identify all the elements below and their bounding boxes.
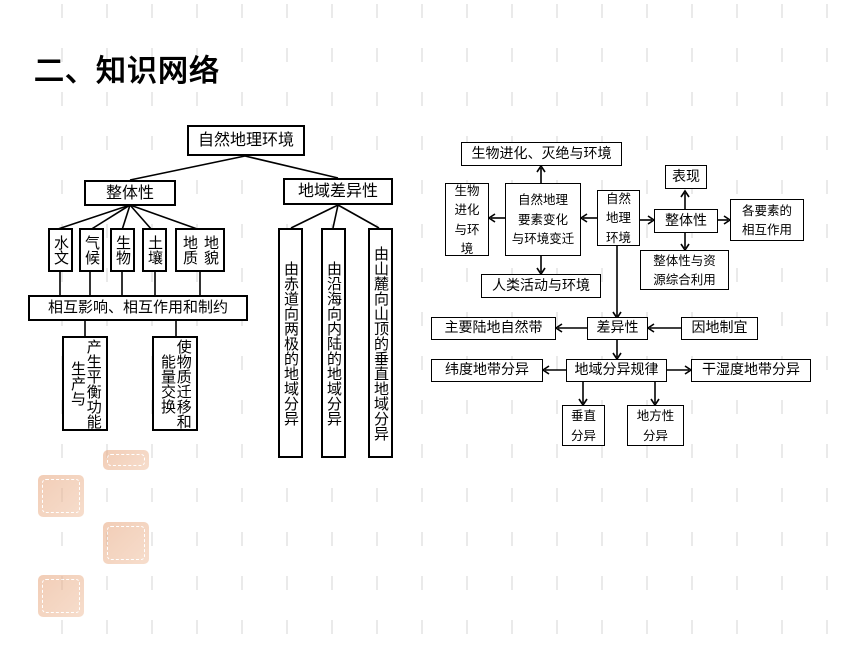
evolution-extinction-box: 生物进化、灭绝与环境 <box>461 142 622 166</box>
element-geology-landform: 地质 地貌 <box>175 228 225 272</box>
natural-env-box: 自然地理环境 <box>597 190 640 246</box>
local-division-box: 地方性 分异 <box>627 405 684 446</box>
human-activity-box: 人类活动与环境 <box>481 274 601 298</box>
element-geology: 地质 <box>181 235 199 265</box>
page-title: 二、知识网络 <box>34 54 220 89</box>
element-climate: 气候 <box>79 228 104 272</box>
seal-stamp <box>103 522 149 564</box>
wholeness-box: 整体性 <box>84 180 176 206</box>
interaction-line-2: 相互作用 <box>741 222 792 237</box>
interaction-elements-box: 各要素的 相互作用 <box>730 199 804 241</box>
interaction-box: 相互影响、相互作用和制约 <box>28 295 248 321</box>
root-natural-environment: 自然地理环境 <box>187 125 305 156</box>
element-landform: 地貌 <box>202 235 220 265</box>
seal-stamp <box>38 475 84 517</box>
element-soil: 土壤 <box>142 228 167 272</box>
dry-wet-zone-box: 干湿度地带分异 <box>691 359 811 382</box>
vertical-division-box: 垂直 分异 <box>562 405 605 446</box>
element-change-line-2: 要素变化 <box>517 211 568 227</box>
local-adapt-box: 因地制宜 <box>681 317 758 340</box>
local-line-1: 地方性 <box>636 408 675 424</box>
latitude-zone-box: 纬度地带分异 <box>431 359 543 382</box>
element-biology: 生物 <box>110 228 135 272</box>
expression-box: 表现 <box>665 165 707 189</box>
division-equator-poles: 由赤道向两极的地域分异 <box>278 228 303 458</box>
seal-stamp <box>103 450 149 470</box>
element-hydrology: 水文 <box>48 228 73 272</box>
interaction-line-1: 各要素的 <box>741 202 792 218</box>
regional-difference-box: 地域差异性 <box>283 178 393 205</box>
result-balance-production: 产生平衡功能生产与 <box>62 336 108 431</box>
vertical-line-1: 垂直 <box>570 408 596 424</box>
difference-box: 差异性 <box>587 317 648 340</box>
seal-stamp <box>38 575 84 617</box>
local-line-2: 分异 <box>642 427 668 443</box>
division-coast-inland: 由沿海向内陆的地域分异 <box>321 228 346 458</box>
vertical-line-2: 分异 <box>570 427 596 443</box>
element-change-line-1: 自然地理 <box>517 192 568 208</box>
element-change-line-3: 与环境变迁 <box>511 231 575 247</box>
resource-line-2: 源综合利用 <box>653 272 716 287</box>
right-wholeness-box: 整体性 <box>654 209 718 233</box>
resource-line-1: 整体性与资 <box>653 252 716 268</box>
result-material-energy: 使物质迁移和能量交换 <box>152 336 198 431</box>
bio-evolution-env-box: 生物进化与环境 <box>445 183 489 256</box>
division-vertical: 由山麓向山顶的垂直地域分异 <box>368 228 393 458</box>
element-change-box: 自然地理 要素变化 与环境变迁 <box>505 183 581 256</box>
resource-use-box: 整体性与资 源综合利用 <box>640 250 729 290</box>
regional-law-box: 地域分异规律 <box>566 359 667 382</box>
main-land-zone-box: 主要陆地自然带 <box>431 317 556 340</box>
